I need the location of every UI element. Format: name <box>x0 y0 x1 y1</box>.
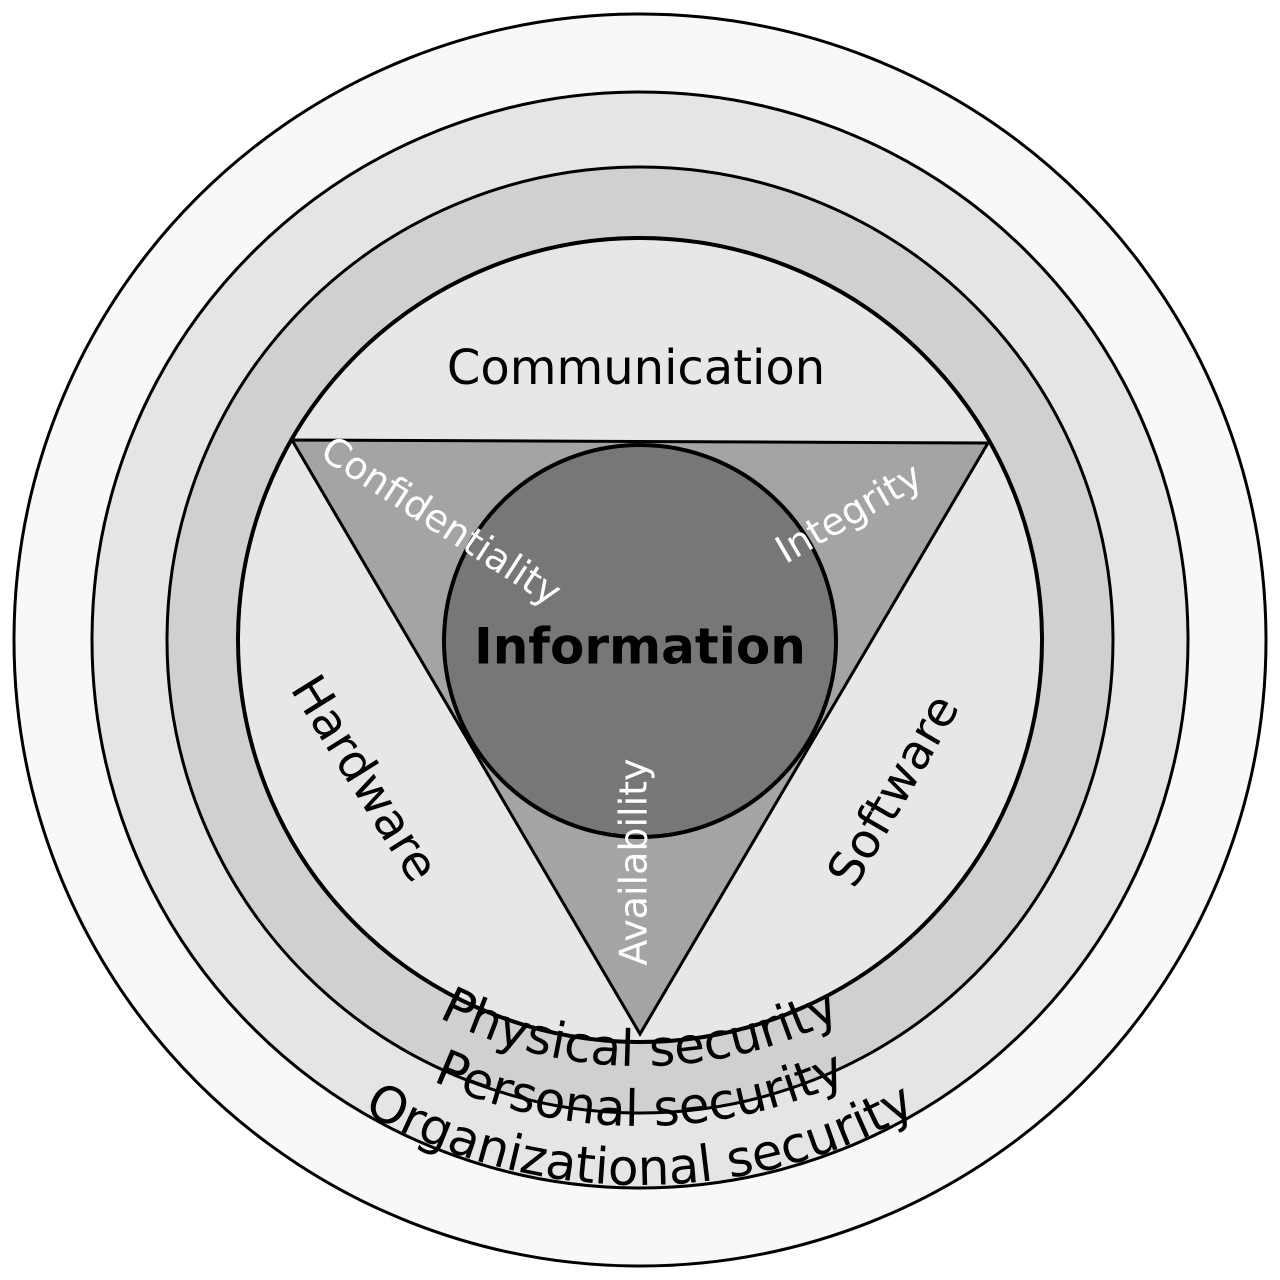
information-label: Information <box>474 618 806 676</box>
communication-label: Communication <box>447 340 825 396</box>
availability-label: Availability <box>612 758 656 965</box>
information-core <box>442 443 838 839</box>
